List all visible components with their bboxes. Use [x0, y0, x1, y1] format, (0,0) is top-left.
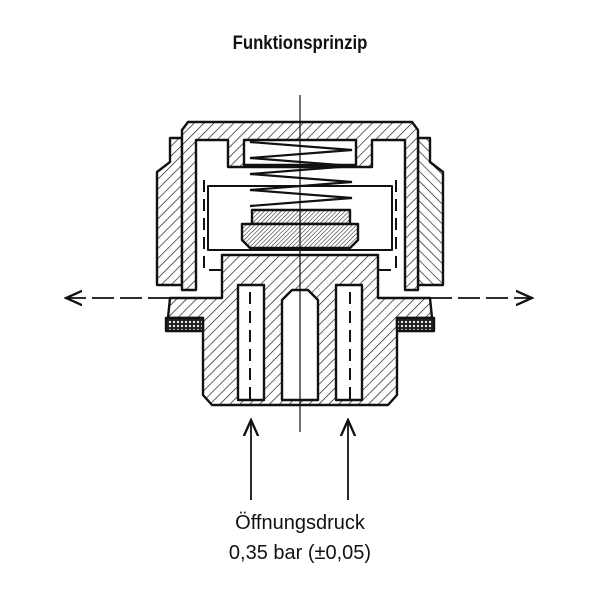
- cap: [180, 120, 420, 292]
- left-bore: [236, 283, 266, 402]
- inner-cup: [207, 185, 393, 251]
- right-skirt: [416, 136, 445, 287]
- left-seal: [164, 316, 205, 333]
- opening-pressure-label: Öffnungsdruck: [235, 512, 365, 534]
- opening-pressure-value: 0,35 bar (±0,05): [228, 542, 372, 564]
- right-seal: [395, 316, 436, 333]
- diagram-title: Funktionsprinzip: [232, 33, 368, 54]
- spring: [249, 140, 353, 208]
- left-skirt: [155, 136, 184, 287]
- valve-disc-upper: [250, 208, 352, 226]
- right-bore: [334, 283, 364, 402]
